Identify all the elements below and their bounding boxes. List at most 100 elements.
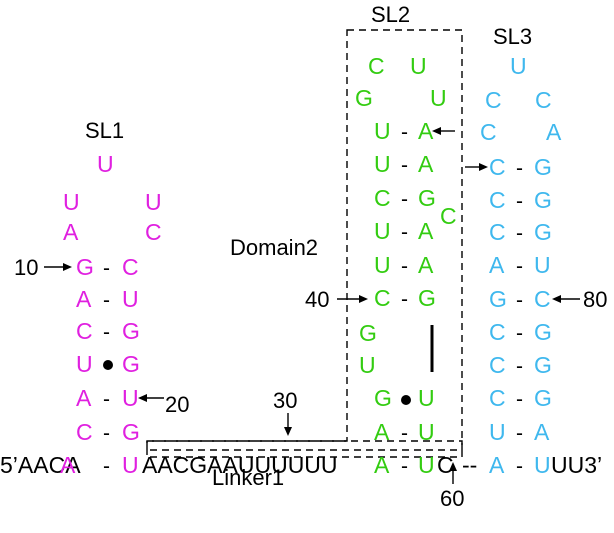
- position-number-10: 10: [14, 255, 38, 280]
- sl3-stem-nt: G: [534, 154, 552, 180]
- sl3-loop-nt: C: [480, 119, 497, 145]
- sl2-loop-nt: C: [368, 53, 385, 79]
- sl1-closing-nt: U: [122, 452, 139, 478]
- sl3-stem-nt: C: [489, 385, 506, 411]
- linker1-dashed-box: [146, 440, 463, 458]
- position-number-80: 80: [583, 287, 607, 312]
- sl3-bonds: - - - - - - - - -: [516, 157, 523, 445]
- position-number-60: 60: [440, 486, 464, 511]
- bond-dash: -: [401, 154, 408, 177]
- bond-dash: -: [516, 222, 523, 245]
- bond-dash: -: [516, 388, 523, 411]
- sl3-stem-nt: C: [489, 187, 506, 213]
- sl2-bulge-nt: C: [440, 203, 457, 229]
- sl1-stem-nt: G: [122, 419, 140, 445]
- sl3-loop-nt: U: [510, 53, 527, 79]
- arrow-to-position-80: [552, 295, 580, 303]
- sl2-label: SL2: [371, 2, 410, 27]
- sl1-stem-nt: U: [122, 385, 139, 411]
- arrow-to-position-60: [449, 462, 457, 484]
- sl3-loop-nt: C: [535, 87, 552, 113]
- sl2-stem-nt: U: [374, 151, 391, 177]
- bond-dash: -: [103, 422, 110, 445]
- arrow-to-position-20: [138, 394, 164, 402]
- sl2-stem-nt: A: [418, 118, 434, 144]
- sl2-stem-nt: U: [374, 118, 391, 144]
- sl3-stem-nt: G: [534, 319, 552, 345]
- sl3-label: SL3: [493, 24, 532, 49]
- sl2-stem-nt: C: [374, 285, 391, 311]
- sl2-stem-nt: U: [418, 419, 435, 445]
- bottom-sequence: 5’AACA A - U AACGAAUUUUUU A - U C -- A -…: [0, 452, 602, 478]
- bond-dash: -: [103, 388, 110, 411]
- sl1-stem-nt: A: [76, 385, 92, 411]
- sl1-loop-nt: A: [63, 219, 79, 245]
- sl2-unpaired-nt: U: [359, 352, 376, 378]
- sl3-stem-nt: A: [489, 252, 505, 278]
- sl1-stem-nt: G: [122, 351, 140, 377]
- bond-dash: -: [401, 188, 408, 211]
- sl3-stem-nt: G: [534, 352, 552, 378]
- bond-dash: -: [516, 255, 523, 278]
- domain2-label: Domain2: [230, 235, 318, 260]
- sl1-stem-nt: C: [76, 419, 93, 445]
- sl3-stem-nt: U: [489, 419, 506, 445]
- sl3-stem-nt: C: [489, 352, 506, 378]
- arrow-to-position-10: [44, 263, 72, 271]
- arrow-sl3-start: [465, 163, 488, 171]
- bond-dash: -: [516, 289, 523, 312]
- sl1-stem-nt: C: [122, 254, 139, 280]
- sl1-closing-nt: A: [60, 452, 76, 478]
- bond-dash: -: [401, 221, 408, 244]
- bond-dash: -: [103, 257, 110, 280]
- sl3-stem-nt: C: [489, 219, 506, 245]
- bond-dash: -: [516, 455, 523, 478]
- sl2-stem-nt: U: [374, 218, 391, 244]
- bond-dash: -: [103, 289, 110, 312]
- bond-dash: -: [516, 157, 523, 180]
- bond-dash: -: [516, 355, 523, 378]
- arrow-sl2-loop: [432, 127, 455, 135]
- sl1-stem-nt: A: [76, 286, 92, 312]
- three-prime-end: UU3’: [551, 452, 602, 478]
- sl2-stem-nt: U: [418, 385, 435, 411]
- sl3-stem-nt: A: [534, 419, 550, 445]
- sl3-stem-nt: U: [534, 252, 551, 278]
- sl2-stem-nt: U: [374, 252, 391, 278]
- bond-dash: -: [401, 288, 408, 311]
- bond-dash: -: [103, 455, 110, 478]
- sl3-loop-nt: A: [546, 119, 562, 145]
- sl3-stem-nt: G: [489, 286, 507, 312]
- bond-dash: -: [516, 322, 523, 345]
- sl2-stem-nt: G: [418, 285, 436, 311]
- bond-dash: -: [103, 321, 110, 344]
- linker1-sequence: AACGAAUUUUUU: [142, 452, 338, 478]
- bond-dash: -: [401, 422, 408, 445]
- sl1-bonds: - - - - -: [103, 257, 110, 445]
- arrow-to-position-30: [284, 413, 292, 436]
- sl2-stem-loop: C U G U U U C U U C A A G A A G C G U G …: [355, 53, 457, 445]
- sl1-loop-nt: U: [97, 151, 114, 177]
- bond-dash: -: [401, 121, 408, 144]
- sl3-stem-nt: C: [489, 154, 506, 180]
- sl1-loop-nt: U: [145, 189, 162, 215]
- spacer-dashes: --: [462, 452, 477, 478]
- sl3-stem-nt: C: [489, 319, 506, 345]
- sl1-stem-nt: U: [76, 351, 93, 377]
- sl1-stem-nt: U: [122, 286, 139, 312]
- linker1-label: Linker1: [212, 465, 284, 490]
- bond-dash: -: [516, 190, 523, 213]
- sl3-stem-nt: G: [534, 385, 552, 411]
- sl2-stem-nt: A: [418, 151, 434, 177]
- five-prime-end: 5’AACA: [0, 452, 81, 478]
- position-number-20: 20: [165, 392, 189, 417]
- sl3-stem-nt: C: [534, 286, 551, 312]
- sl3-stem-nt: G: [534, 219, 552, 245]
- sl1-loop-nt: U: [63, 189, 80, 215]
- position-number-40: 40: [305, 287, 329, 312]
- sl2-bonds: - - - - - - -: [401, 121, 408, 445]
- bond-dash: -: [516, 422, 523, 445]
- spacer-nt: C: [437, 452, 454, 478]
- sl3-loop-nt: C: [485, 87, 502, 113]
